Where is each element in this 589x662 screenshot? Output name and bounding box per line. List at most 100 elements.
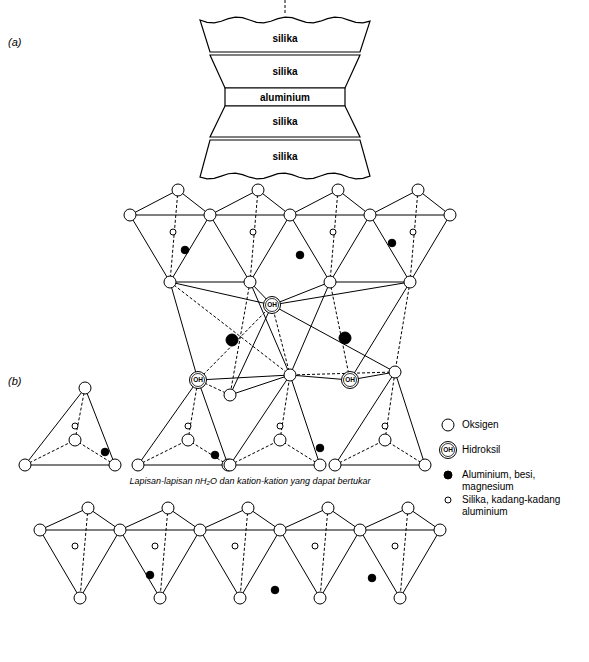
- silica-atom: [72, 423, 78, 429]
- hydroxyl-atom: [342, 372, 359, 389]
- oxygen-atom: [109, 459, 121, 471]
- bond-line: [250, 215, 290, 282]
- hidden-bond-line: [272, 305, 290, 375]
- hydroxyl-text: OH: [267, 301, 277, 308]
- layer-name: aluminium: [260, 92, 310, 103]
- bond-line: [230, 375, 290, 465]
- hydroxyl-text: OH: [443, 446, 453, 453]
- oxygen-atom: [314, 592, 326, 604]
- oxygen-atom: [204, 209, 216, 221]
- legend-hydroxyl-ring: [442, 444, 455, 457]
- bond-line: [130, 215, 210, 216]
- bond-line: [170, 282, 198, 380]
- bond-line: [410, 215, 450, 282]
- bond-line: [272, 305, 395, 372]
- hidden-bond-line: [395, 282, 410, 372]
- atoms: [19, 184, 456, 604]
- hidden-bond-line: [188, 440, 228, 465]
- layer-band: silika: [210, 106, 360, 137]
- hidden-bond-line: [410, 190, 418, 282]
- layer-name: silika: [272, 33, 297, 44]
- hidden-bond-line: [280, 375, 290, 440]
- bonds: [25, 190, 450, 598]
- hidden-bond-line: [290, 372, 395, 375]
- metal-atom: [316, 444, 324, 452]
- hidden-bond-line: [160, 508, 168, 598]
- band-shape: [210, 55, 360, 88]
- bond-line: [80, 530, 120, 598]
- bond-line: [250, 282, 290, 375]
- oxygen-atom: [324, 276, 336, 288]
- bond-line: [230, 375, 290, 395]
- silica-atom: [312, 543, 318, 549]
- bond-line: [138, 380, 198, 465]
- bond-line: [370, 215, 410, 282]
- bond-line: [280, 508, 328, 530]
- oxygen-atom: [274, 434, 286, 446]
- bond-line: [290, 375, 320, 465]
- oxygen-atom: [34, 524, 46, 536]
- bond-line: [335, 465, 425, 466]
- oxygen-atom: [329, 459, 341, 471]
- bond-line: [170, 282, 272, 305]
- silica-atom: [410, 229, 416, 235]
- silica-atom: [72, 543, 78, 549]
- band-shape: [210, 106, 360, 137]
- bond-line: [130, 215, 170, 282]
- bond-line: [200, 508, 248, 530]
- oxygen-atom: [164, 276, 176, 288]
- bond-line: [370, 190, 418, 215]
- oxygen-atom: [364, 209, 376, 221]
- bond-line: [290, 190, 338, 215]
- oxygen-atom: [394, 592, 406, 604]
- hidden-bond-line: [240, 508, 248, 598]
- hidden-bond-line: [320, 508, 328, 598]
- bond-line: [400, 530, 440, 598]
- silica-atom: [250, 229, 256, 235]
- oxygen-atom: [244, 276, 256, 288]
- oxygen-atom: [354, 524, 366, 536]
- bond-line: [170, 282, 250, 283]
- metal-atom: [388, 239, 396, 247]
- bond-line: [335, 372, 395, 465]
- oxygen-atom: [82, 502, 94, 514]
- oxygen-atom: [224, 389, 236, 401]
- hidden-bond-line: [280, 440, 320, 465]
- oxygen-atom: [234, 592, 246, 604]
- bond-line: [120, 508, 168, 530]
- hydroxyl-text: OH: [345, 376, 355, 383]
- bond-line: [40, 530, 80, 598]
- legend-text: Oksigen: [462, 419, 586, 431]
- oxygen-atom: [132, 459, 144, 471]
- hidden-bond-line: [250, 190, 258, 282]
- silica-atom: [330, 229, 336, 235]
- oxygen-atom: [252, 184, 264, 196]
- band-shape: [225, 88, 345, 106]
- bond-line: [290, 215, 330, 282]
- hidden-bond-line: [170, 190, 178, 282]
- hydroxyl-atom: [264, 297, 281, 314]
- legend-silica-symbol: [445, 497, 451, 503]
- bond-line: [290, 215, 370, 216]
- bond-line: [120, 530, 200, 531]
- bond-line: [230, 305, 272, 395]
- oxygen-atom: [242, 502, 254, 514]
- interlayer-caption: Lapisan-lapisan nH₂O dan kation-kation y…: [129, 477, 370, 487]
- bond-line: [370, 215, 450, 216]
- hidden-bond-line: [75, 388, 85, 440]
- oxygen-atom: [314, 459, 326, 471]
- hidden-bond-line: [335, 440, 385, 465]
- silica-atom: [277, 423, 283, 429]
- legend-metal-symbol: [444, 471, 452, 479]
- hidden-bond-line: [385, 440, 425, 465]
- oxygen-atom: [389, 366, 401, 378]
- bond-line: [290, 375, 350, 380]
- bond-line: [360, 530, 440, 531]
- silica-atom: [152, 543, 158, 549]
- oxygen-atom: [79, 382, 91, 394]
- hidden-bond-line: [385, 372, 395, 440]
- bond-line: [25, 388, 85, 465]
- silica-atom: [185, 423, 191, 429]
- oxygen-atom: [154, 592, 166, 604]
